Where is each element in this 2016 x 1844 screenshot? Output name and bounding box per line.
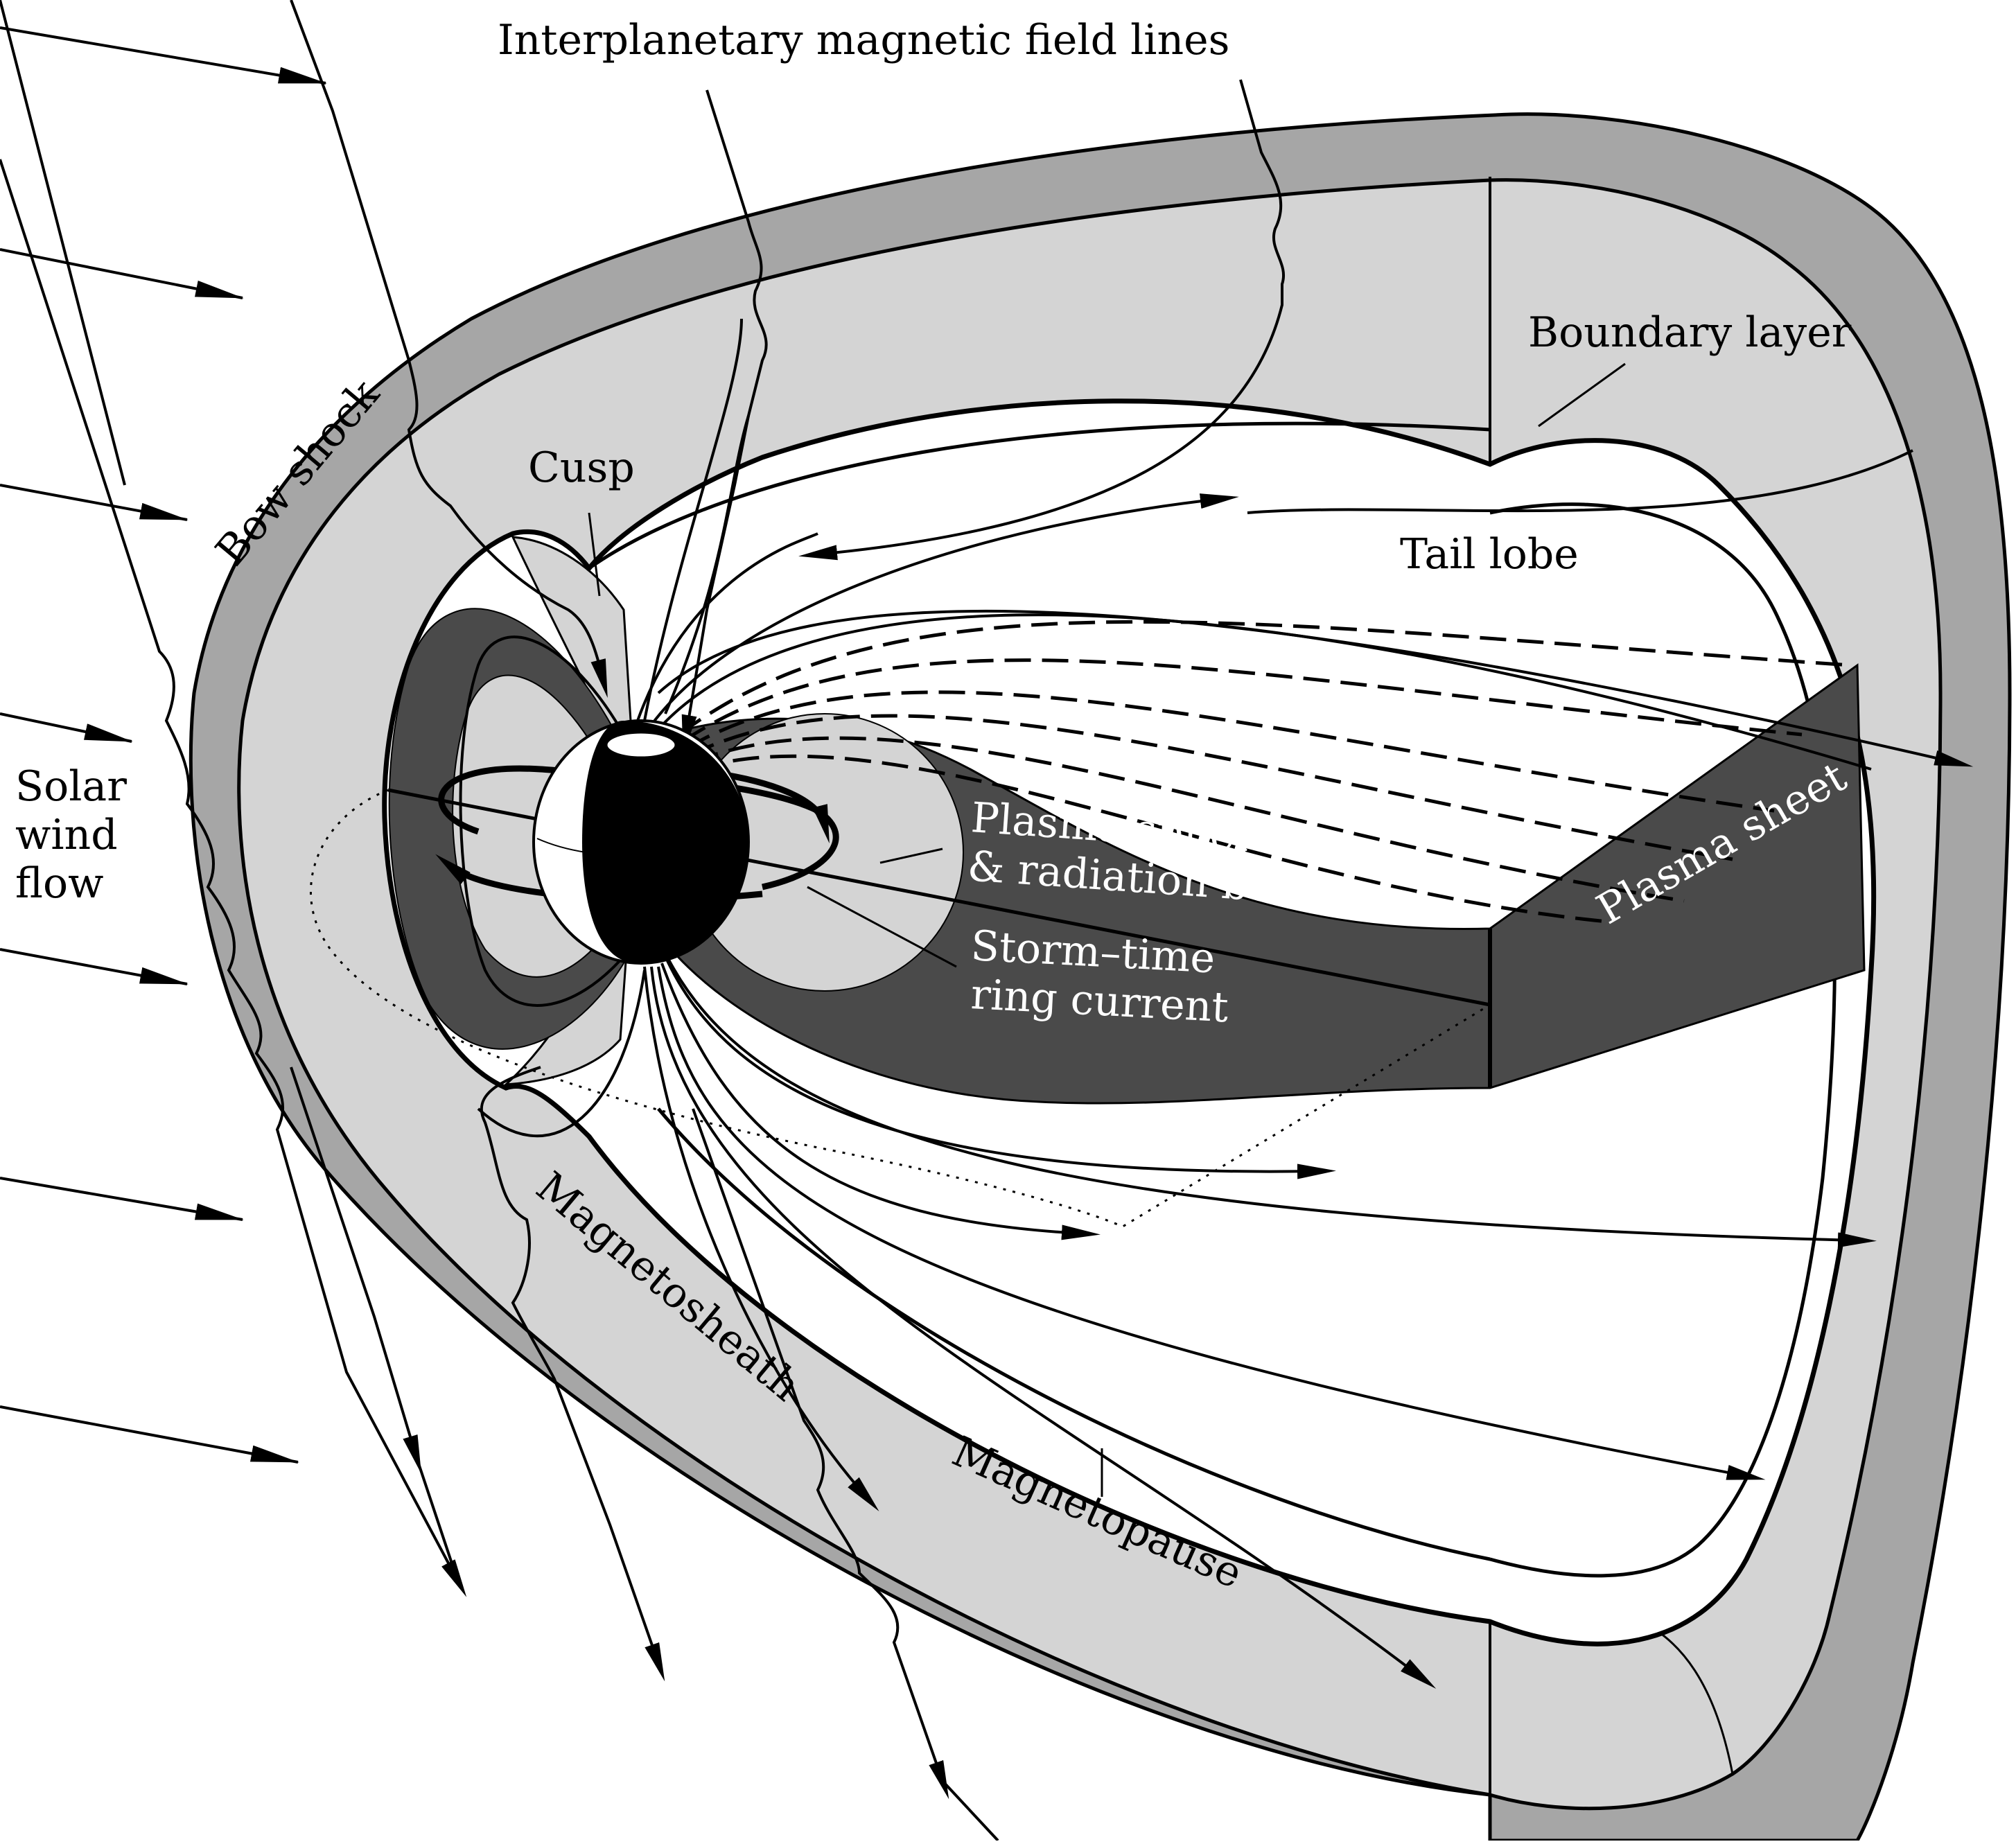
- boundary-layer-label: Boundary layer: [1528, 308, 1852, 357]
- solar-wind-label-3: flow: [15, 859, 104, 908]
- plasma-sheet: [664, 663, 1866, 1105]
- cusp-label: Cusp: [528, 444, 635, 492]
- leader-lines: [588, 362, 1626, 1497]
- tail-dashed-field-lines: [678, 620, 1851, 924]
- imf-label: Interplanetary magnetic field lines: [498, 16, 1229, 64]
- tail-lobe-label: Tail lobe: [1400, 530, 1579, 579]
- solar-wind-arrows: [0, 26, 327, 1464]
- solar-wind-label-2: wind: [15, 811, 118, 859]
- magnetospheric-field-lines: [387, 318, 1974, 1689]
- earth: [532, 719, 750, 965]
- imf-field-lines: [0, 0, 1285, 1842]
- solar-wind-label-1: Solar: [15, 762, 127, 811]
